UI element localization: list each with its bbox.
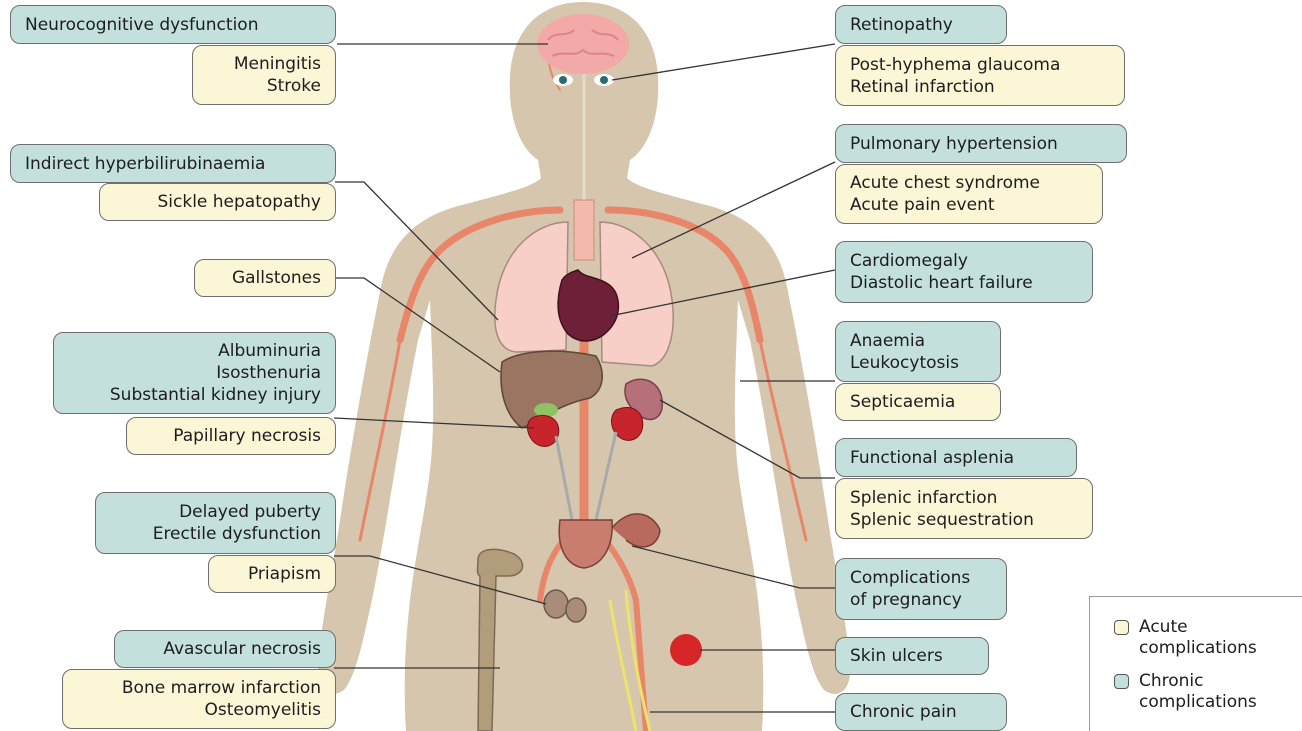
label-text: Gallstones — [232, 267, 321, 289]
label-text: Splenic infarction — [850, 487, 997, 509]
label-text: Erectile dysfunction — [153, 523, 321, 545]
label-text: Leukocytosis — [850, 352, 959, 374]
label-acute-chest-syndrome: Acute chest syndrome Acute pain event — [835, 164, 1103, 224]
legend-acute: Acute complications — [1114, 617, 1257, 659]
label-neurocognitive-dysfunction: Neurocognitive dysfunction — [10, 5, 336, 44]
label-text: Acute chest syndrome — [850, 172, 1040, 194]
label-text: Delayed puberty — [179, 501, 321, 523]
label-pulmonary-hypertension: Pulmonary hypertension — [835, 124, 1127, 163]
label-text: Acute pain event — [850, 194, 995, 216]
label-kidney-chronic: Albuminuria Isosthenuria Substantial kid… — [53, 332, 336, 414]
label-text: Priapism — [248, 563, 321, 585]
label-skin-ulcers: Skin ulcers — [835, 637, 989, 675]
label-text: Post-hyphema glaucoma — [850, 54, 1060, 76]
legend-acute-line-2: complications — [1139, 638, 1257, 659]
gallbladder — [534, 403, 558, 417]
label-text: Retinal infarction — [850, 76, 995, 98]
label-text: Neurocognitive dysfunction — [25, 14, 258, 36]
label-text: Anaemia — [850, 330, 925, 352]
legend-chronic-text: Chronic complications — [1139, 671, 1257, 713]
label-text: Avascular necrosis — [163, 638, 321, 660]
label-indirect-hyperbilirubinaemia: Indirect hyperbilirubinaemia — [10, 144, 336, 183]
label-text: Meningitis — [234, 53, 321, 75]
legend-acute-line-1: Acute — [1139, 617, 1257, 638]
skin-ulcer — [670, 634, 702, 666]
label-anaemia-leukocytosis: Anaemia Leukocytosis — [835, 321, 1001, 382]
label-text: Diastolic heart failure — [850, 272, 1033, 294]
label-text: Complications — [850, 567, 970, 589]
chronic-swatch-icon — [1114, 674, 1129, 689]
label-text: Chronic pain — [850, 701, 957, 723]
label-sickle-hepatopathy: Sickle hepatopathy — [99, 183, 336, 221]
legend-chronic: Chronic complications — [1114, 671, 1257, 713]
label-text: Substantial kidney injury — [110, 384, 321, 406]
legend-chronic-line-1: Chronic — [1139, 671, 1257, 692]
label-meningitis-stroke: Meningitis Stroke — [192, 45, 336, 105]
legend-acute-text: Acute complications — [1139, 617, 1257, 659]
brain — [537, 14, 629, 74]
label-delayed-puberty: Delayed puberty Erectile dysfunction — [95, 492, 336, 554]
label-text: Cardiomegaly — [850, 250, 968, 272]
label-text: Isosthenuria — [216, 362, 321, 384]
label-text: Septicaemia — [850, 391, 955, 413]
label-text: of pregnancy — [850, 589, 962, 611]
label-post-hyphema-glaucoma: Post-hyphema glaucoma Retinal infarction — [835, 45, 1125, 106]
label-text: Osteomyelitis — [204, 699, 321, 721]
label-functional-asplenia: Functional asplenia — [835, 438, 1077, 477]
label-text: Papillary necrosis — [173, 425, 321, 447]
label-priapism: Priapism — [208, 555, 336, 593]
label-text: Albuminuria — [218, 340, 321, 362]
label-papillary-necrosis: Papillary necrosis — [126, 417, 336, 455]
label-text: Functional asplenia — [850, 447, 1014, 469]
label-text: Indirect hyperbilirubinaemia — [25, 153, 265, 175]
label-bone-marrow-infarction: Bone marrow infarction Osteomyelitis — [62, 669, 336, 729]
label-chronic-pain: Chronic pain — [835, 693, 1007, 731]
label-septicaemia: Septicaemia — [835, 383, 1001, 421]
label-avascular-necrosis: Avascular necrosis — [114, 630, 336, 668]
label-text: Skin ulcers — [850, 645, 943, 667]
label-text: Stroke — [267, 75, 321, 97]
acute-swatch-icon — [1114, 620, 1129, 635]
label-text: Sickle hepatopathy — [157, 191, 321, 213]
label-complications-of-pregnancy: Complications of pregnancy — [835, 558, 1007, 620]
label-text: Retinopathy — [850, 14, 953, 36]
label-text: Pulmonary hypertension — [850, 133, 1058, 155]
trachea — [574, 200, 594, 260]
legend: Acute complications Chronic complication… — [1089, 596, 1302, 731]
label-gallstones: Gallstones — [194, 259, 336, 297]
label-text: Splenic sequestration — [850, 509, 1034, 531]
label-splenic-infarction: Splenic infarction Splenic sequestration — [835, 478, 1093, 539]
label-text: Bone marrow infarction — [122, 677, 321, 699]
label-retinopathy: Retinopathy — [835, 5, 1007, 44]
label-cardiomegaly: Cardiomegaly Diastolic heart failure — [835, 241, 1093, 303]
legend-chronic-line-2: complications — [1139, 692, 1257, 713]
